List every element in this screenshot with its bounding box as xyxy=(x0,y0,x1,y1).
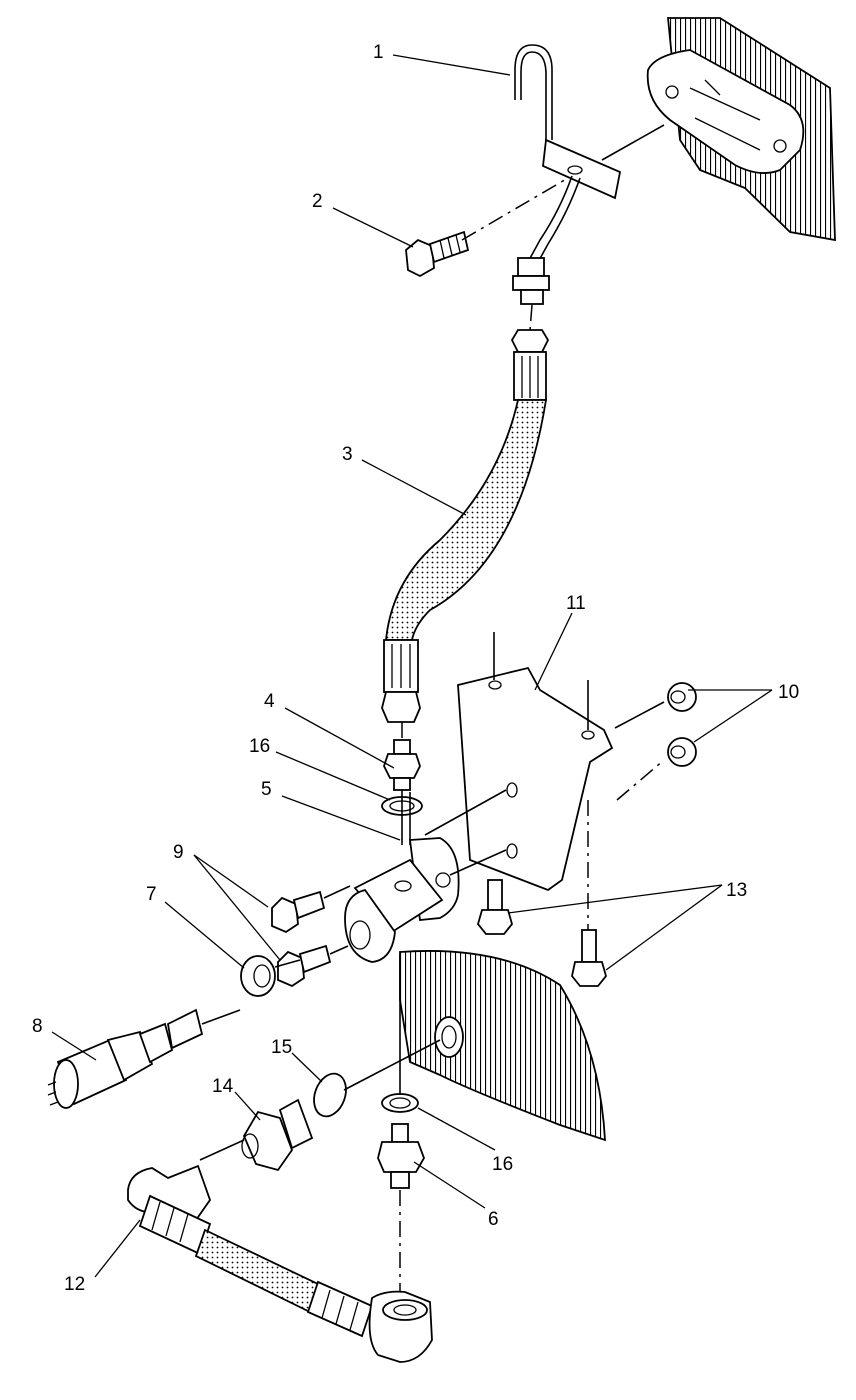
bolt-upper xyxy=(271,890,326,934)
callout-2: 2 xyxy=(312,191,323,212)
pressure-sensor xyxy=(47,1008,204,1109)
bolt-lower xyxy=(277,944,332,988)
adapter-fitting xyxy=(383,739,421,791)
lower-hose xyxy=(127,1164,433,1363)
callout-13: 13 xyxy=(726,880,747,901)
callout-6: 6 xyxy=(488,1209,499,1230)
callout-15: 15 xyxy=(271,1037,292,1058)
callout-14: 14 xyxy=(212,1076,234,1097)
callout-16b: 16 xyxy=(492,1154,513,1175)
engine-block-section xyxy=(399,950,606,1142)
callout-12: 12 xyxy=(64,1274,85,1295)
callout-10: 10 xyxy=(778,682,799,703)
bolt-13-right xyxy=(571,929,607,987)
callout-8: 8 xyxy=(32,1016,43,1037)
callout-9: 9 xyxy=(173,842,184,863)
tube-assembly xyxy=(514,44,622,265)
upper-tube-fitting xyxy=(512,257,550,305)
callout-16a: 16 xyxy=(249,736,270,757)
callout-labels: 1 2 3 4 16 5 9 7 8 15 14 16 6 12 11 10 1… xyxy=(32,42,799,1295)
callout-4: 4 xyxy=(264,691,275,712)
nut-upper xyxy=(667,682,697,712)
nut-lower xyxy=(667,737,697,767)
bolt-13-left xyxy=(477,879,513,935)
bolt xyxy=(405,230,470,278)
callout-7: 7 xyxy=(146,884,157,905)
lower-fitting xyxy=(377,1123,425,1189)
callout-1: 1 xyxy=(373,42,384,63)
washer xyxy=(240,955,276,997)
o-ring-lower xyxy=(381,1093,419,1113)
callout-3: 3 xyxy=(342,444,353,465)
sensor-block xyxy=(344,837,460,963)
assembly-lines xyxy=(199,124,665,1292)
mounting-plate xyxy=(457,666,614,892)
callout-5: 5 xyxy=(261,779,272,800)
adapter-14 xyxy=(241,1098,314,1172)
callout-11: 11 xyxy=(566,593,586,614)
engine-mount-bracket xyxy=(646,17,836,242)
leader-lines xyxy=(51,54,773,1278)
o-ring-15 xyxy=(313,1072,347,1118)
flexible-hose xyxy=(381,329,550,723)
